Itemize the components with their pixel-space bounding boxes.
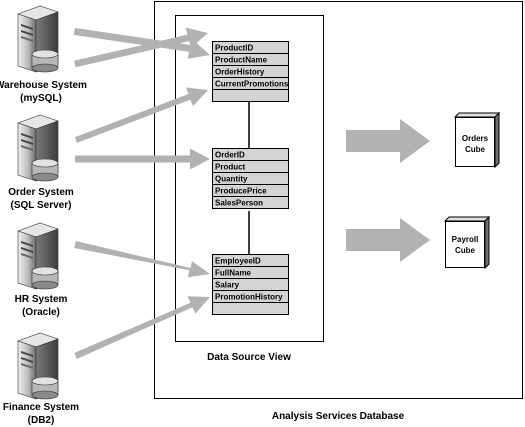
table-field-label: EmployeeID: [215, 257, 261, 266]
table-field-label: FullName: [215, 269, 252, 278]
orders-cube: Orders Cube: [453, 111, 501, 169]
table-field-label: Salary: [215, 281, 240, 290]
hr-system-sublabel: (Oracle): [22, 307, 60, 318]
arrow-to-payroll-cube: [346, 218, 430, 262]
arrow-finance-to-employee: [74, 296, 210, 359]
arrow-order-to-order-table: [75, 148, 210, 170]
payroll-cube-label-line1: Payroll: [452, 235, 479, 244]
finance-system-sublabel: (DB2): [28, 415, 55, 426]
product-table: ProductID ProductNameOrderHistoryCurrentP…: [212, 41, 289, 102]
arrow-warehouse-to-product: [73, 27, 210, 59]
orders-cube-label-line1: Orders: [462, 134, 489, 143]
orders-cube-label-line2: Cube: [465, 145, 486, 154]
order-server-icon: [17, 114, 59, 182]
table-row: [212, 196, 289, 209]
table-row: [212, 302, 289, 315]
table-field-label: CurrentPromotions: [215, 80, 289, 89]
order-table: OrderID ProductQuantityProducePriceSalesP…: [212, 148, 289, 209]
table-field-label: PromotionHistory: [215, 293, 283, 302]
order-system-label: Order System: [8, 187, 74, 198]
tables-layer: ProductID ProductNameOrderHistoryCurrentP…: [212, 41, 289, 315]
table-field-label: ProductName: [215, 56, 268, 65]
server-arrows: [73, 27, 210, 359]
finance-server-icon: [17, 332, 59, 400]
table-field-label: SalesPerson: [215, 199, 263, 208]
payroll-cube: Payroll Cube: [443, 215, 491, 270]
table-field-label: OrderHistory: [215, 68, 265, 77]
warehouse-server-icon: [17, 5, 59, 73]
hr-server-icon: [17, 222, 59, 290]
table-row: [212, 89, 289, 102]
table-field-label: ProductID: [215, 44, 253, 53]
order-system-sublabel: (SQL Server): [11, 200, 72, 211]
table-field-label: Quantity: [215, 175, 248, 184]
arrow-to-orders-cube: [346, 119, 430, 163]
data-source-view-caption: Data Source View: [207, 352, 291, 363]
finance-system-label: Finance System: [3, 402, 79, 413]
analysis-services-database-caption: Analysis Services Database: [272, 411, 405, 422]
payroll-cube-label-line2: Cube: [455, 246, 476, 255]
warehouse-system-sublabel: (mySQL): [20, 93, 62, 104]
arrow-warehouse-to-product: [74, 27, 208, 68]
arrow-hr-to-employee: [74, 241, 210, 278]
warehouse-system-label: Warehouse System: [0, 80, 87, 91]
table-field-label: Product: [215, 163, 246, 172]
table-field-label: OrderID: [215, 151, 245, 160]
hr-system-label: HR System: [15, 294, 68, 305]
arrow-order-to-product: [75, 87, 208, 143]
table-field-label: ProducePrice: [215, 187, 267, 196]
